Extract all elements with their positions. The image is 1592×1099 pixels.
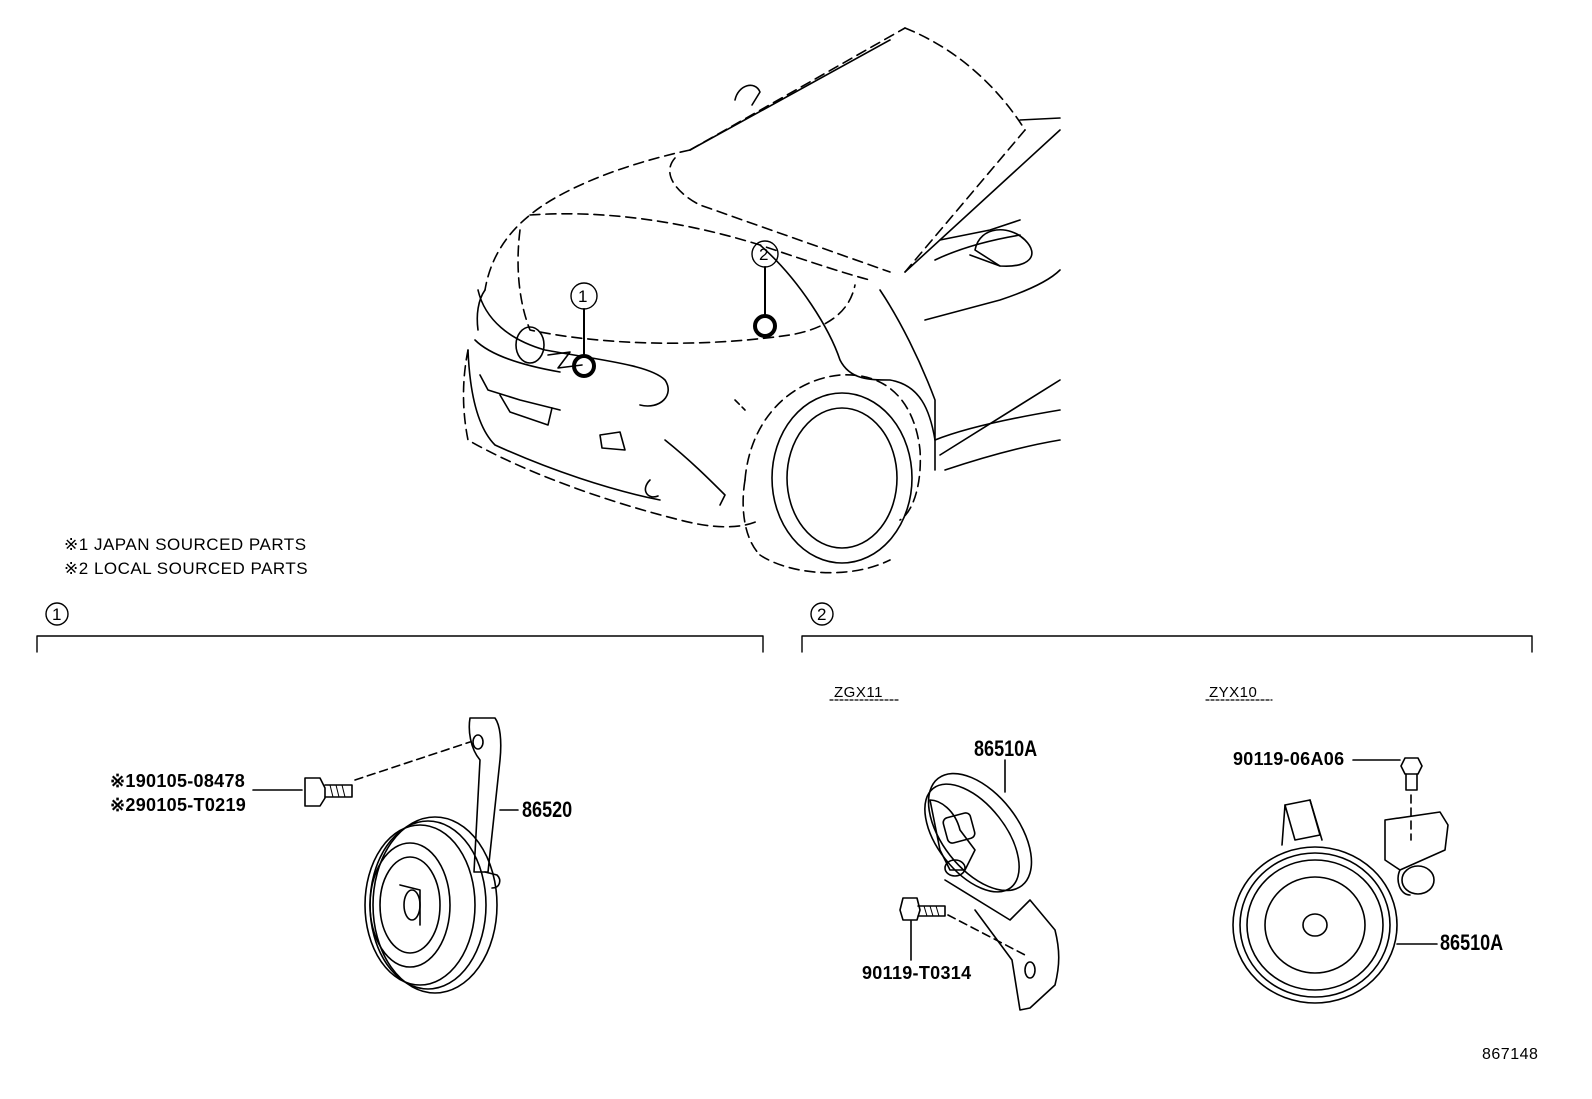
note-1-mark: ※1 <box>64 535 89 554</box>
part-bolt-zgx11: 90119-T0314 <box>862 963 972 983</box>
part-bolt-2-number: 90105-T0219 <box>135 795 247 815</box>
part-bolt-2: ※290105-T0219 <box>110 796 246 814</box>
diagram-reference-number: 867148 <box>1482 1046 1539 1063</box>
note-2-text: LOCAL SOURCED PARTS <box>93 559 309 578</box>
note-2-mark: ※2 <box>64 559 89 578</box>
note-2: ※2 LOCAL SOURCED PARTS <box>64 560 308 577</box>
locator-1-label: 1 <box>578 287 588 306</box>
car-illustration <box>462 27 1061 574</box>
horn-zgx11-drawing <box>899 759 1060 1011</box>
part-horn-zgx11: 86510A <box>974 736 1038 761</box>
section-2-label: 2 <box>817 605 827 624</box>
note-1: ※1 JAPAN SOURCED PARTS <box>64 536 307 553</box>
part-bolt-1: ※190105-08478 <box>110 772 245 790</box>
part-bolt-1-number: 90105-08478 <box>135 771 246 791</box>
section-brackets <box>36 602 1533 653</box>
horn-86520-drawing <box>252 717 519 994</box>
note-1-text: JAPAN SOURCED PARTS <box>93 535 307 554</box>
locator-2-label: 2 <box>759 245 769 264</box>
part-horn-86520: 86520 <box>522 797 573 822</box>
variant-zyx10-label: ZYX10 <box>1209 684 1258 701</box>
part-bolt-1-mark: ※1 <box>110 771 136 791</box>
part-bolt-zyx10: 90119-06A06 <box>1233 749 1345 769</box>
part-horn-zyx10: 86510A <box>1440 930 1504 955</box>
locator-markers <box>570 240 779 378</box>
part-bolt-2-mark: ※2 <box>110 795 136 815</box>
section-1-label: 1 <box>52 605 62 624</box>
horn-zyx10-drawing <box>1232 757 1449 1004</box>
variant-zgx11-label: ZGX11 <box>834 684 883 701</box>
